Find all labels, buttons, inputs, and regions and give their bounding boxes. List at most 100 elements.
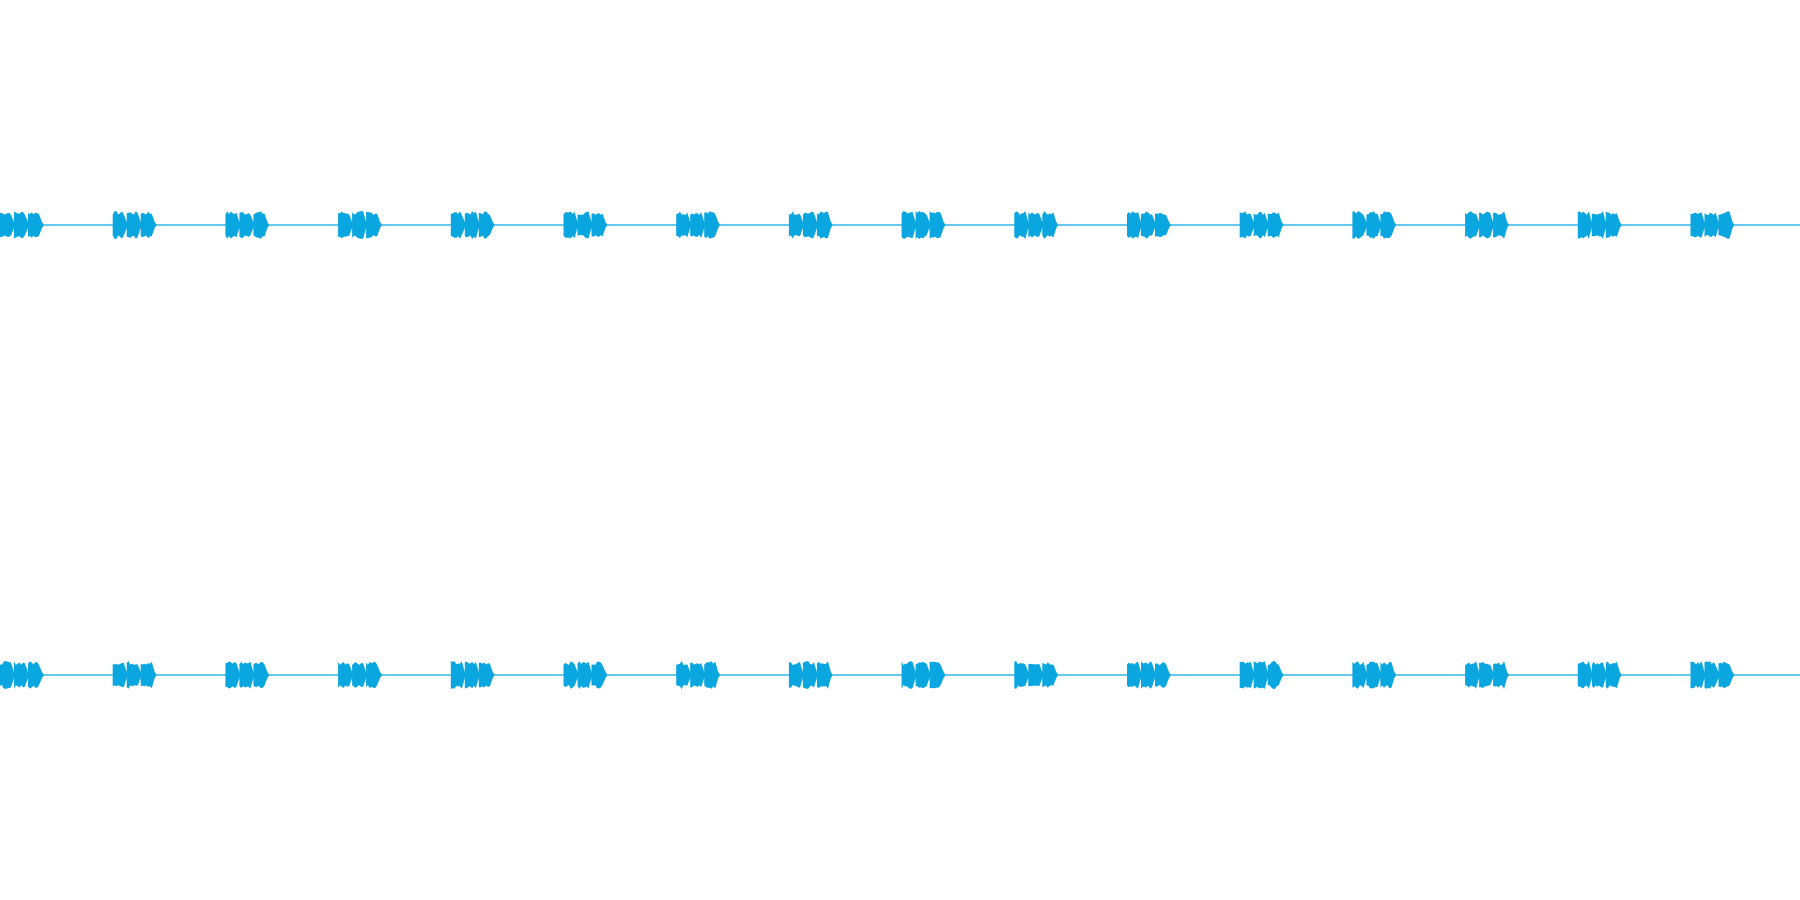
waveform-pulse — [816, 661, 833, 689]
waveform-pulse — [816, 211, 833, 239]
waveform-pulse — [1028, 212, 1045, 238]
waveform-pulse — [577, 661, 594, 689]
waveform-pulse — [14, 211, 30, 239]
waveform-pulse — [1577, 661, 1594, 689]
waveform-pulse — [239, 212, 256, 238]
waveform-burst — [676, 661, 721, 689]
waveform-pulse — [1267, 212, 1284, 238]
waveform-pulse — [450, 211, 467, 239]
channel-1-track[interactable] — [0, 211, 1800, 239]
waveform-burst — [338, 211, 383, 239]
waveform-pulse — [1267, 661, 1284, 689]
waveform-pulse — [802, 661, 819, 689]
waveform-pulse — [112, 662, 129, 688]
waveform-pulse — [338, 662, 355, 688]
waveform-pulse — [690, 662, 707, 688]
waveform-pulse — [0, 661, 16, 689]
waveform-pulse — [126, 661, 143, 689]
waveform-burst — [788, 661, 833, 689]
waveform-pulse — [1493, 211, 1510, 239]
waveform-pulse — [676, 211, 693, 239]
waveform-pulse — [225, 661, 242, 689]
waveform-burst — [788, 211, 833, 239]
waveform-pulse — [901, 661, 918, 689]
waveform-pulse — [1465, 211, 1482, 239]
waveform-pulse — [1239, 211, 1256, 239]
waveform-burst — [1465, 661, 1510, 689]
waveform-pulse — [1253, 661, 1270, 689]
waveform-burst — [676, 211, 721, 239]
waveform-burst — [0, 211, 44, 239]
waveform-pulse — [1366, 211, 1383, 239]
waveform-pulse — [140, 661, 157, 689]
waveform-pulse — [690, 212, 707, 238]
waveform-pulse — [140, 211, 157, 239]
waveform-pulse — [464, 211, 481, 239]
waveform-pulse — [1380, 661, 1397, 689]
waveform-burst — [1465, 211, 1510, 239]
waveform-pulse — [1704, 212, 1721, 238]
waveform-burst — [225, 661, 270, 689]
waveform-burst — [450, 661, 495, 689]
waveform-pulse — [366, 211, 383, 239]
channel-2-track[interactable] — [0, 661, 1800, 689]
waveform-burst — [1014, 661, 1059, 689]
waveform-pulse — [28, 661, 44, 689]
waveform-pulse — [704, 211, 721, 239]
waveform-burst — [450, 211, 495, 239]
waveform-pulse — [1239, 661, 1256, 689]
waveform-burst — [0, 661, 44, 689]
waveform-pulse — [253, 661, 270, 689]
waveform-pulse — [366, 661, 383, 689]
waveform-pulse — [929, 211, 946, 239]
waveform-pulse — [1690, 212, 1707, 238]
waveform-burst — [901, 661, 946, 689]
waveform-pulse — [704, 661, 721, 689]
waveform-pulse — [1380, 211, 1397, 239]
waveform-pulse — [253, 211, 270, 239]
waveform-pulse — [1465, 661, 1482, 689]
waveform-pulse — [1493, 661, 1510, 689]
waveform-pulse — [591, 661, 608, 689]
waveform-burst — [1127, 211, 1171, 239]
waveform-pulse — [577, 211, 594, 239]
waveform-burst — [1014, 211, 1059, 239]
waveform-burst — [901, 211, 946, 239]
waveform-pulse — [225, 211, 242, 239]
waveform-pulse — [1366, 661, 1383, 689]
waveform-burst — [112, 211, 157, 239]
waveform-pulse — [1591, 661, 1608, 689]
waveform-pulse — [1718, 661, 1735, 689]
waveform-pulse — [1479, 211, 1496, 239]
waveform-pulse — [788, 662, 805, 688]
waveform-pulse — [1718, 211, 1735, 239]
waveform-pulse — [915, 661, 932, 689]
waveform-pulse — [1127, 211, 1143, 239]
waveform-pulse — [788, 211, 805, 239]
waveform-pulse — [352, 662, 369, 688]
waveform-pulse — [1014, 211, 1031, 239]
waveform-pulse — [1253, 211, 1270, 239]
waveform-burst — [563, 661, 608, 689]
waveform-pulse — [352, 211, 369, 239]
waveform-burst — [1690, 211, 1735, 239]
waveform-pulse — [1577, 211, 1594, 239]
waveform-pulse — [1141, 211, 1157, 239]
waveform-pulse — [464, 661, 481, 689]
waveform-pulse — [563, 661, 580, 689]
waveform-pulse — [802, 211, 819, 239]
waveform-pulse — [478, 662, 495, 688]
waveform-pulse — [1127, 661, 1143, 689]
waveform-burst — [225, 211, 270, 239]
waveform-burst — [1352, 661, 1397, 689]
waveform-pulse — [28, 212, 44, 238]
waveform-pulse — [239, 661, 256, 689]
waveform-burst — [1239, 211, 1284, 239]
waveform-pulse — [1352, 661, 1369, 689]
waveform-burst — [1352, 211, 1397, 239]
waveform-burst — [1127, 661, 1171, 689]
waveform-pulse — [1155, 662, 1171, 688]
waveform-pulse — [591, 213, 608, 237]
